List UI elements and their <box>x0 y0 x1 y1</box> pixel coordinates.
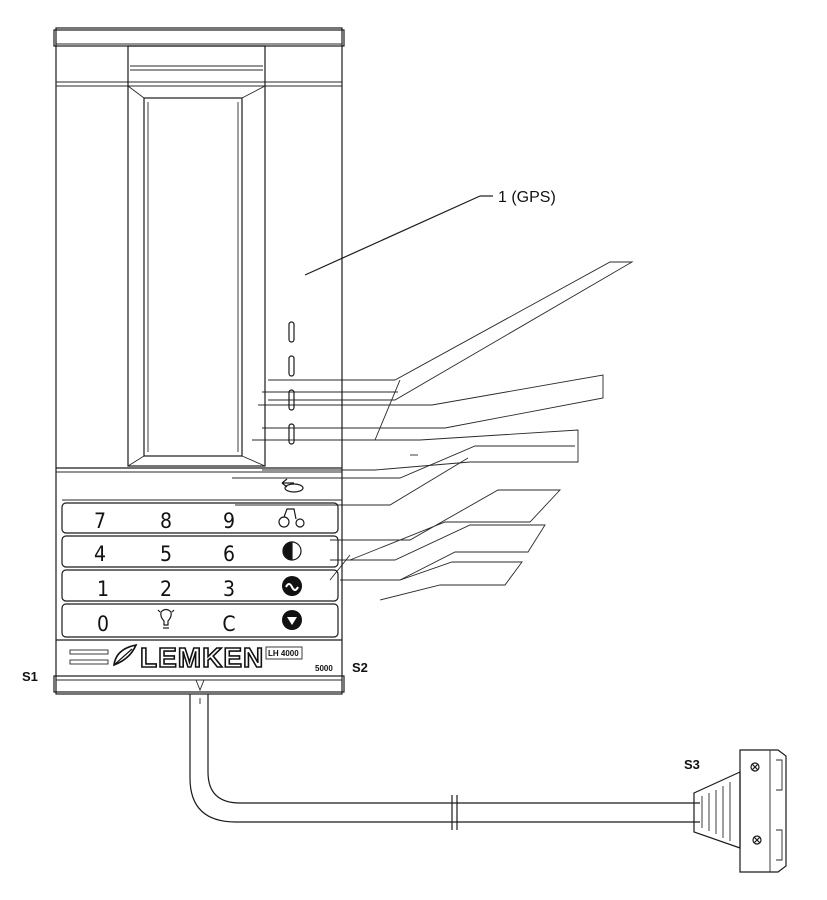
leaf-logo-icon <box>113 643 138 667</box>
model-label: LH 4000 <box>268 649 299 658</box>
connector-ribs <box>701 782 731 841</box>
down-triangle-circle-icon[interactable] <box>282 610 302 630</box>
key-0[interactable]: 0 <box>97 612 109 636</box>
key-4[interactable]: 4 <box>94 542 106 566</box>
function-keys <box>278 478 305 630</box>
display-screen <box>143 97 243 457</box>
screw-top-icon <box>750 762 760 772</box>
key-6[interactable]: 6 <box>223 542 235 566</box>
key-c[interactable]: C <box>222 612 235 636</box>
keypad-row-strip-3 <box>61 569 339 602</box>
screw-bottom-icon <box>752 835 762 845</box>
key-3[interactable]: 3 <box>223 577 235 601</box>
brand-name: LEMKEN <box>140 642 264 673</box>
label-s1: S1 <box>22 669 38 684</box>
connector-body <box>693 771 741 849</box>
key-7[interactable]: 7 <box>94 509 106 533</box>
terminal-housing: 7 8 9 4 5 6 1 2 3 0 C <box>53 27 345 695</box>
display-frame <box>127 45 266 467</box>
back-arrow-icon[interactable] <box>281 478 304 493</box>
key-5[interactable]: 5 <box>160 542 172 566</box>
key-8[interactable]: 8 <box>160 509 172 533</box>
model-box <box>265 646 303 660</box>
s3-connector <box>693 749 787 873</box>
brand-stripe-left-2 <box>69 659 109 665</box>
brand-stripe-left <box>69 649 109 655</box>
keypad: 7 8 9 4 5 6 1 2 3 0 C <box>94 509 236 636</box>
cable <box>189 694 700 830</box>
key-9[interactable]: 9 <box>223 509 235 533</box>
gps-module-outline <box>232 261 634 601</box>
led-4 <box>288 423 295 445</box>
model-sub-label: 5000 <box>315 664 333 673</box>
keypad-row-strip-1 <box>61 502 339 534</box>
connector-plate <box>739 749 787 873</box>
led-3 <box>288 389 295 411</box>
lemken-logo: LEMKEN <box>113 641 264 674</box>
callout-leader <box>304 195 481 276</box>
wave-circle-icon[interactable] <box>282 576 302 596</box>
led-2 <box>288 355 295 377</box>
label-s2: S2 <box>352 660 368 675</box>
tractor-hitch-icon[interactable] <box>278 508 305 528</box>
key-1[interactable]: 1 <box>97 577 109 601</box>
led-1 <box>288 321 295 343</box>
bottom-cap <box>53 675 345 693</box>
keypad-row-strip-4 <box>61 603 339 638</box>
label-s3: S3 <box>684 757 700 772</box>
led-indicators <box>288 321 295 445</box>
housing-outline <box>55 27 343 695</box>
key-2[interactable]: 2 <box>160 577 172 601</box>
keypad-row-strip-2 <box>61 535 339 568</box>
light-bulb-icon[interactable] <box>157 608 175 629</box>
half-circle-icon[interactable] <box>282 541 302 561</box>
gps-callout: 1 (GPS) <box>304 189 556 276</box>
callout-label: 1 (GPS) <box>498 189 556 206</box>
